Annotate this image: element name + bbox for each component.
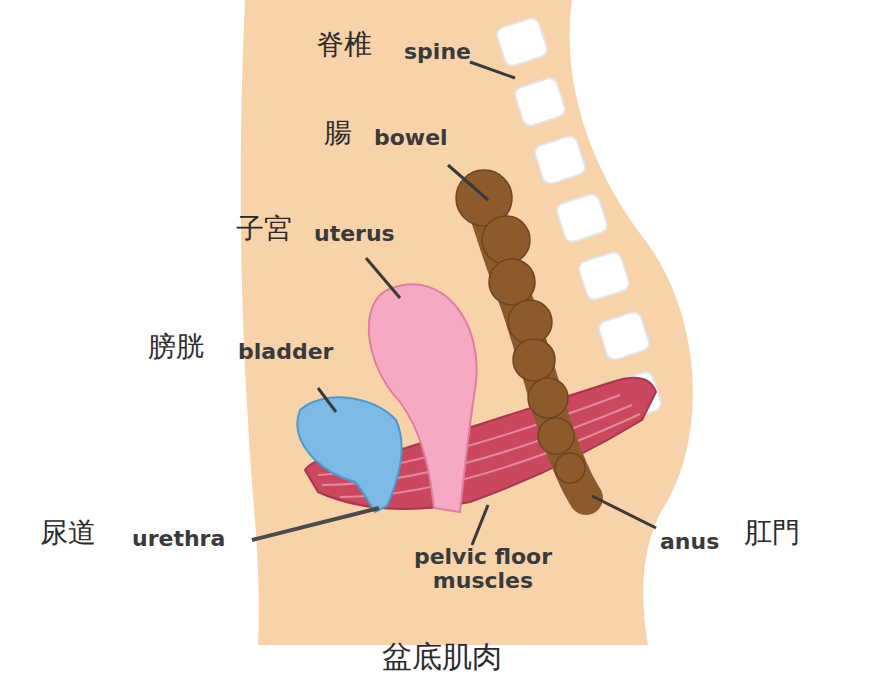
part-label: pelvic floor muscles xyxy=(388,545,578,593)
bowel xyxy=(456,170,586,498)
bowel-segment xyxy=(513,339,555,381)
part-label: spine xyxy=(404,40,471,64)
body-silhouette xyxy=(241,0,693,645)
part-label: 盆底肌肉 xyxy=(382,640,502,673)
part-label: urethra xyxy=(132,527,225,551)
vertebra xyxy=(495,16,549,68)
bowel-tube xyxy=(482,200,586,498)
part-label: 膀胱 xyxy=(148,332,204,363)
bowel-segment xyxy=(555,453,585,483)
vertebra xyxy=(577,250,631,302)
urethra xyxy=(252,508,379,540)
uterus xyxy=(369,284,477,512)
part-label: 腸 xyxy=(324,118,352,149)
bowel-segment xyxy=(482,216,530,264)
part-label: bladder xyxy=(238,340,333,364)
part-label: 脊椎 xyxy=(316,30,372,61)
vertebra xyxy=(533,134,587,186)
part-label: 子宮 xyxy=(236,214,292,245)
spine-vertebrae xyxy=(495,16,663,422)
bowel-segment xyxy=(489,259,535,305)
part-label: uterus xyxy=(314,222,395,246)
bladder xyxy=(297,397,401,512)
part-label: bowel xyxy=(374,126,448,150)
bowel-segment xyxy=(508,300,552,344)
part-label: 肛門 xyxy=(744,518,800,549)
vertebra xyxy=(597,310,651,362)
vertebra xyxy=(555,192,609,244)
leader-lines xyxy=(318,62,656,545)
part-label: 尿道 xyxy=(40,518,96,549)
vertebra xyxy=(513,76,567,128)
bowel-segment xyxy=(538,418,574,454)
bowel-segment xyxy=(528,378,568,418)
part-label: anus xyxy=(660,530,719,554)
